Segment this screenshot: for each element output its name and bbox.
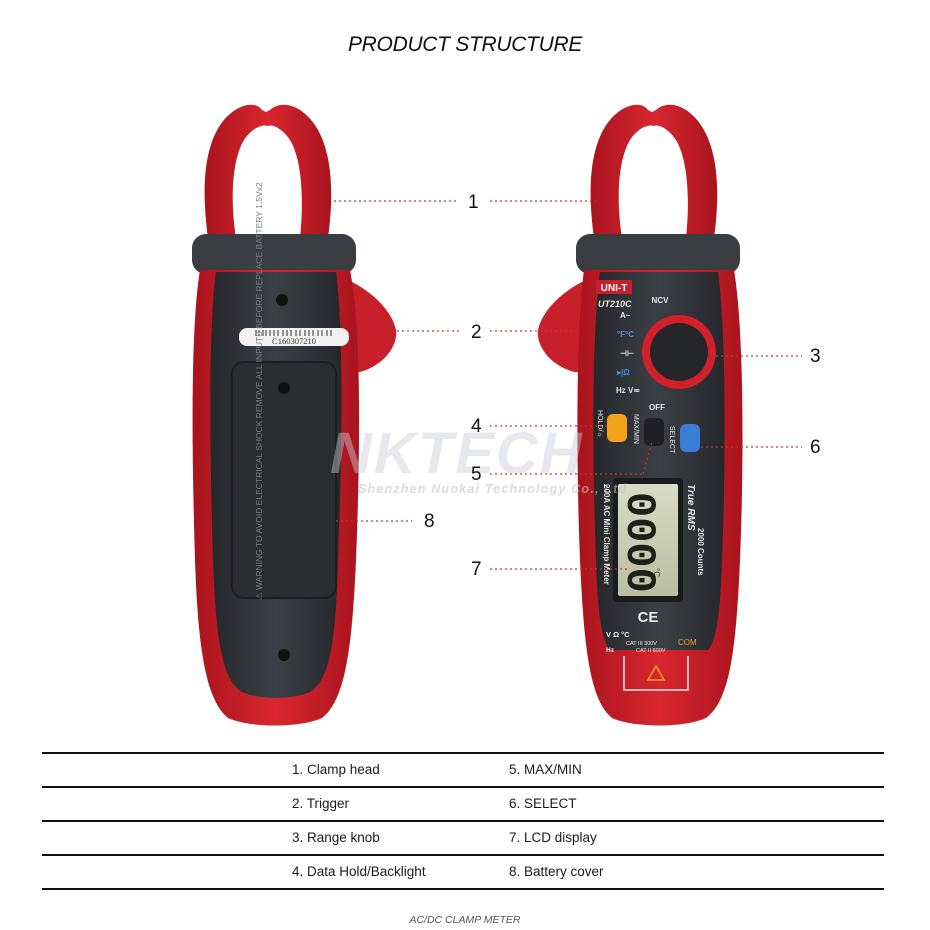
hold-button	[607, 414, 627, 442]
legend-item-trigger: 2. Trigger	[292, 796, 350, 811]
brand-text: UNI-T	[601, 283, 628, 294]
battery-screw	[278, 382, 290, 394]
front-collar	[576, 234, 740, 274]
battery-cover-text: ⚠ WARNING TO AVOID ELECTRICAL SHOCK REMO…	[254, 182, 264, 600]
parts-legend-table: 1. Clamp head 5. MAX/MIN 2. Trigger 6. S…	[42, 752, 884, 890]
legend-item-range-knob: 3. Range knob	[292, 830, 380, 845]
legend-item-lcd-display: 7. LCD display	[509, 830, 597, 845]
dial-label-cap: ⊣⊢	[620, 348, 634, 358]
jack-label-v: V Ω °C	[606, 630, 630, 639]
callout-2: 2	[471, 322, 482, 343]
hold-label: HOLD/☼	[596, 410, 603, 438]
watermark-company: Shenzhen Nuokai Technology Co., Ltd	[358, 482, 628, 496]
lcd-screen	[618, 484, 678, 596]
legend-item-battery-cover: 8. Battery cover	[509, 864, 604, 879]
legend-item-select: 6. SELECT	[509, 796, 577, 811]
page-title: PRODUCT STRUCTURE	[347, 33, 583, 56]
dial-label-acamps: A~	[620, 311, 631, 320]
footer-caption: AC/DC CLAMP METER	[409, 914, 521, 926]
legend-row: 2. Trigger 6. SELECT	[42, 786, 884, 820]
watermark-logo: NKTECH	[330, 421, 584, 486]
maxmin-button	[644, 418, 664, 446]
side-text-counts: 2000 Counts	[696, 528, 705, 576]
battery-cover	[231, 361, 337, 599]
ce-mark: CE	[638, 609, 659, 626]
callout-6: 6	[810, 437, 821, 458]
legend-item-clamp-head: 1. Clamp head	[292, 762, 380, 777]
callout-8: 8	[424, 511, 435, 532]
legend-row: 4. Data Hold/Backlight 8. Battery cover	[42, 854, 884, 890]
back-serial-text: C160307210	[272, 336, 316, 346]
back-screw-bottom	[278, 649, 290, 661]
model-text: UT210C	[598, 299, 632, 309]
leader-lines	[334, 200, 802, 570]
callout-3: 3	[810, 346, 821, 367]
legend-item-max-min: 5. MAX/MIN	[509, 762, 582, 777]
dial-label-volt: Hz V≂	[616, 386, 640, 395]
jack-label-com: COM	[678, 638, 697, 647]
dial-label-off: OFF	[649, 403, 665, 412]
jack-label-hz: Hz	[606, 647, 615, 654]
maxmin-label: MAX/MIN	[632, 414, 639, 444]
legend-row: 3. Range knob 7. LCD display	[42, 820, 884, 854]
callout-1: 1	[468, 192, 479, 213]
back-clamp-head	[204, 104, 332, 238]
range-knob	[650, 323, 708, 381]
back-trigger	[348, 280, 397, 372]
back-barcode	[255, 330, 332, 336]
dial-label-temp: °F°C	[617, 330, 634, 339]
side-text-left: 200A AC Mini Clamp Meter	[602, 484, 611, 585]
back-view-meter: C160307210 ⚠ WARNING TO AVOID ELECTRICAL…	[192, 104, 397, 726]
back-screw-top	[276, 294, 288, 306]
jack-label-cat3: CAT III 300V	[626, 641, 657, 647]
callout-5: 5	[471, 464, 482, 485]
jack-bracket	[623, 656, 689, 691]
back-collar	[192, 234, 356, 274]
brand-badge	[596, 280, 632, 294]
lcd-unit: °C	[652, 568, 661, 577]
dial-label-ncv: NCV	[652, 296, 670, 305]
callout-7: 7	[471, 559, 482, 580]
product-photo: C160307210 ⚠ WARNING TO AVOID ELECTRICAL…	[192, 104, 802, 726]
front-clamp-head	[590, 104, 718, 238]
front-trigger	[537, 280, 586, 372]
callout-4: 4	[471, 416, 482, 437]
front-view-meter: UNI-T UT210C NCV A~ °F°C ⊣⊢ ▸|Ω Hz V≂ OF…	[537, 104, 743, 726]
jack-label-cat2: CAT II 600V	[636, 648, 666, 654]
legend-row: 1. Clamp head 5. MAX/MIN	[42, 752, 884, 786]
legend-item-data-hold: 4. Data Hold/Backlight	[292, 864, 426, 879]
dial-label-ohm: ▸|Ω	[616, 368, 630, 377]
side-text-true-rms: True RMS	[685, 484, 696, 531]
leader-5-drop	[642, 441, 653, 475]
select-label: SELECT	[668, 426, 675, 454]
lcd-digits: 0000	[615, 492, 663, 593]
select-button	[680, 424, 700, 452]
warning-triangle-icon	[646, 664, 666, 681]
